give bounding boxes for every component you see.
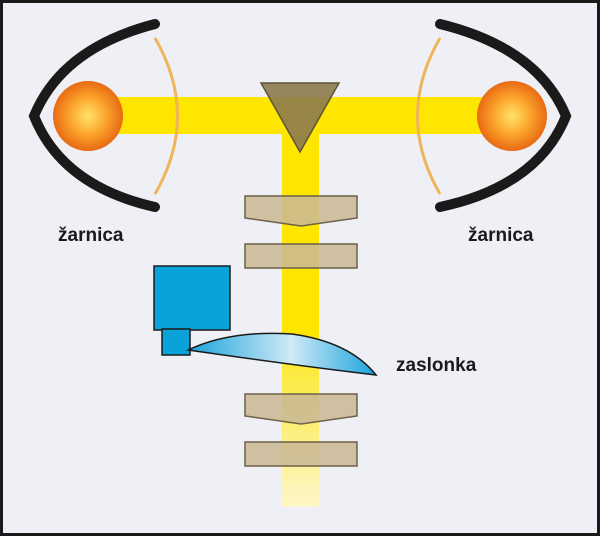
lens-3: [244, 393, 358, 425]
label-lamp-left: žarnica: [58, 225, 124, 246]
left-reflector: [28, 19, 160, 212]
lens-4: [244, 441, 358, 467]
label-shutter: zaslonka: [396, 355, 477, 376]
right-bulb: [477, 81, 547, 151]
shutter-actuator-arm: [161, 328, 191, 356]
left-reflector-rim: [153, 37, 179, 195]
left-bulb: [53, 81, 123, 151]
shutter-actuator-body: [153, 265, 231, 331]
vertical-light-beam-faded: [282, 345, 319, 507]
label-lamp-right: žarnica: [468, 225, 534, 246]
lens-2: [244, 243, 358, 269]
lens-1: [244, 195, 358, 227]
shutter-blade: [185, 332, 378, 376]
right-reflector-rim: [416, 37, 442, 195]
right-reflector: [435, 19, 572, 212]
prism: [259, 82, 341, 154]
